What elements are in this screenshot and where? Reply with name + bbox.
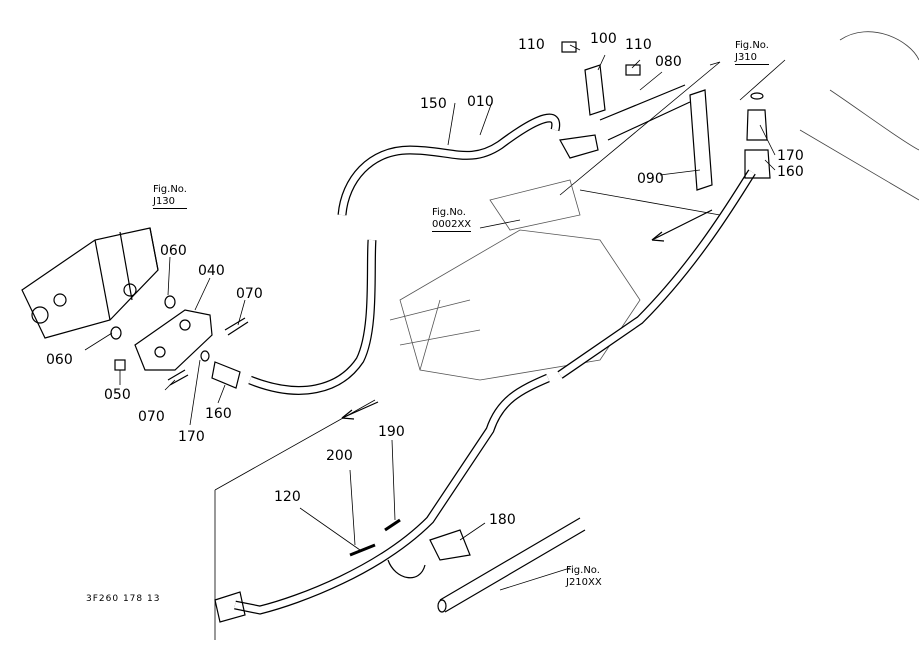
figure-ref-title: Fig.No. (735, 40, 769, 51)
label-110: 110 (518, 37, 545, 53)
hydraulic-pump (21, 227, 159, 339)
figure-ref-0002xx[interactable]: Fig.No. 0002XX (432, 207, 472, 232)
label-010: 010 (467, 94, 494, 110)
suction-hose (337, 113, 561, 216)
label-100: 100 (590, 31, 617, 47)
label-110: 110 (625, 37, 652, 53)
plug (114, 359, 126, 371)
bolt (224, 317, 249, 336)
o-ring (164, 295, 176, 309)
fitting (746, 109, 768, 141)
figure-ref-number: J210XX (566, 577, 602, 588)
label-050: 050 (104, 387, 131, 403)
pipe (599, 84, 691, 141)
label-170: 170 (178, 429, 205, 445)
figure-ref-title: Fig.No. (432, 207, 466, 218)
o-ring (200, 350, 210, 362)
figure-ref-j130[interactable]: Fig.No. J130 (153, 184, 187, 209)
elbow-fitting (559, 134, 599, 159)
distributor-block (134, 309, 213, 371)
clamp (429, 529, 471, 561)
flow-arrow (651, 209, 713, 242)
label-200: 200 (326, 448, 353, 464)
return-pipe (557, 169, 756, 379)
clamp-band (387, 559, 426, 579)
figure-ref-j210xx[interactable]: Fig.No. J210XX (566, 565, 602, 589)
label-120: 120 (274, 489, 301, 505)
label-070: 070 (138, 409, 165, 425)
o-ring (110, 326, 122, 340)
bolt (625, 64, 641, 76)
clamp (584, 64, 606, 116)
label-180: 180 (489, 512, 516, 528)
pipe (439, 517, 586, 613)
label-160: 160 (777, 164, 804, 180)
label-060: 060 (46, 352, 73, 368)
label-040: 040 (198, 263, 225, 279)
label-160: 160 (205, 406, 232, 422)
label-090: 090 (637, 171, 664, 187)
figure-ref-title: Fig.No. (153, 184, 187, 195)
label-190: 190 (378, 424, 405, 440)
band (349, 543, 376, 557)
o-ring (750, 92, 764, 100)
drawing-code: 3F260 178 13 (86, 594, 161, 604)
fitting (214, 591, 246, 623)
clip (384, 518, 401, 532)
bracket (689, 89, 713, 191)
fitting (744, 149, 771, 179)
label-070: 070 (236, 286, 263, 302)
figure-ref-number: J130 (153, 196, 187, 209)
label-060: 060 (160, 243, 187, 259)
figure-ref-number: J310 (735, 52, 769, 65)
flow-arrow (341, 401, 379, 420)
label-080: 080 (655, 54, 682, 70)
figure-ref-j310[interactable]: Fig.No. J310 (735, 40, 769, 65)
label-170: 170 (777, 148, 804, 164)
bolt (561, 41, 577, 53)
label-150: 150 (420, 96, 447, 112)
figure-ref-number: 0002XX (432, 219, 472, 232)
fitting (211, 361, 241, 389)
figure-ref-title: Fig.No. (566, 565, 600, 576)
bolt (167, 369, 189, 386)
